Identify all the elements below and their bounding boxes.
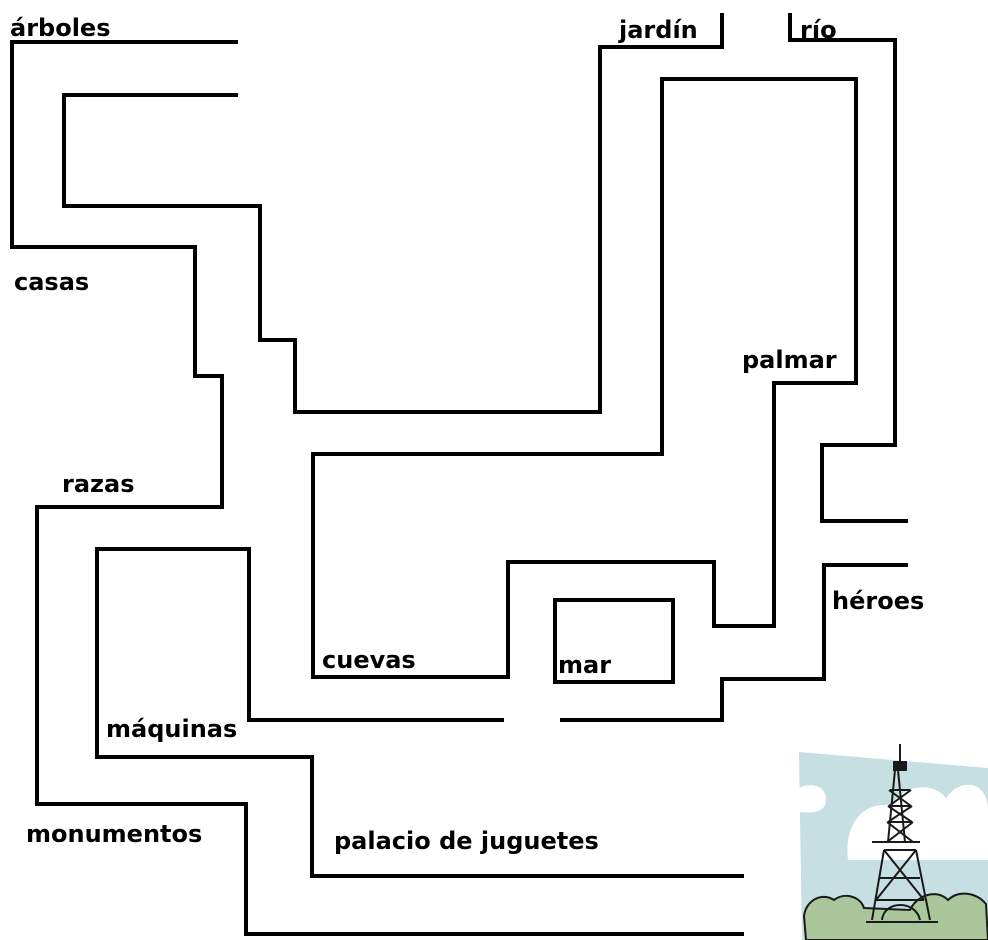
wall-mar-box	[553, 598, 675, 684]
wall-inner-top-left	[62, 13, 724, 414]
eiffel-tower-icon	[799, 744, 988, 940]
cloud-left	[799, 785, 826, 813]
label-cuevas: cuevas	[322, 646, 416, 674]
maze-walls	[10, 13, 908, 936]
wall-right-corridor	[788, 13, 908, 523]
maze-labels: árboles jardín río casas palmar razas hé…	[10, 14, 924, 855]
wall-heroes-path	[560, 563, 908, 722]
label-palacio-de-juguetes: palacio de juguetes	[334, 827, 599, 855]
label-maquinas: máquinas	[106, 715, 237, 743]
label-casas: casas	[14, 268, 89, 296]
wall-outer-top-left	[10, 40, 744, 936]
wall-inner-right	[311, 77, 858, 679]
label-palmar: palmar	[742, 346, 837, 374]
label-jardin: jardín	[618, 16, 698, 44]
tower-structure	[866, 744, 938, 923]
label-monumentos: monumentos	[26, 820, 202, 848]
label-heroes: héroes	[832, 587, 924, 615]
trees	[802, 892, 988, 940]
label-rio: río	[800, 16, 837, 44]
label-mar: mar	[558, 651, 611, 679]
wall-maquinas-loop	[95, 547, 744, 878]
label-arboles: árboles	[10, 14, 111, 42]
label-razas: razas	[62, 470, 134, 498]
